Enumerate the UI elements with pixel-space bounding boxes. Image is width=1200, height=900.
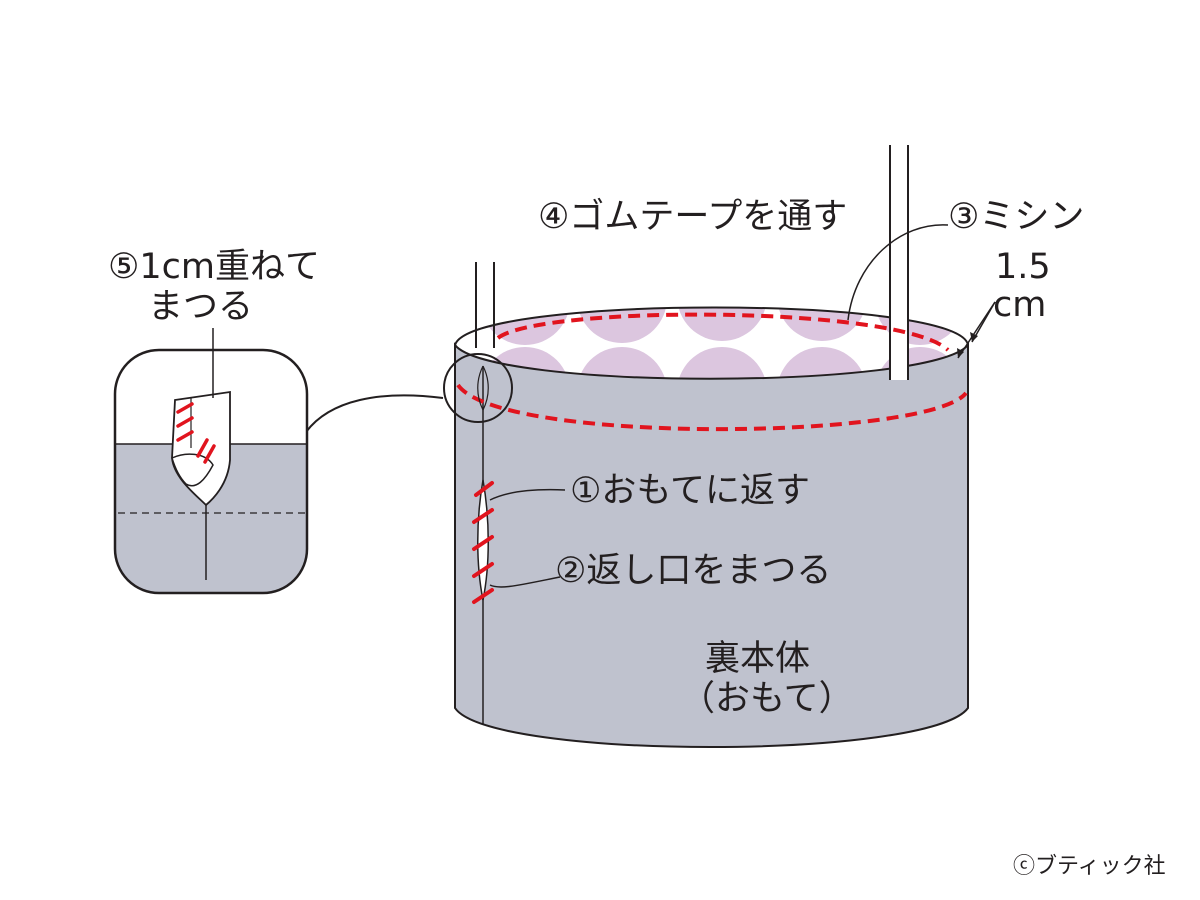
detail-inset	[113, 348, 309, 595]
measure-unit: cm	[993, 285, 1046, 325]
body-label-line2: （おもて）	[680, 679, 854, 719]
zoom-connector	[305, 394, 444, 433]
arrow-heads	[957, 332, 978, 358]
cylinder-outer	[454, 342, 969, 748]
body-label-line1: 裏本体	[705, 639, 810, 679]
cylinder-rim	[454, 306, 969, 346]
step4-label: ④ゴムテープを通す	[538, 197, 847, 237]
measure-value: 1.5	[995, 247, 1051, 287]
step5-label-line2: まつる	[148, 287, 253, 327]
copyright-text: ⓒブティック社	[1013, 854, 1166, 879]
elastic-tape-ends	[475, 145, 909, 380]
step2-label: ②返し口をまつる	[555, 551, 831, 591]
step3-label: ③ミシン	[948, 197, 1084, 237]
zoom-circle	[443, 353, 513, 423]
machine-stitch-lines	[456, 312, 968, 432]
step5-label-line1: ⑤1cm重ねて	[108, 247, 320, 287]
step1-label: ①おもてに返す	[570, 471, 810, 511]
return-opening	[472, 479, 494, 604]
